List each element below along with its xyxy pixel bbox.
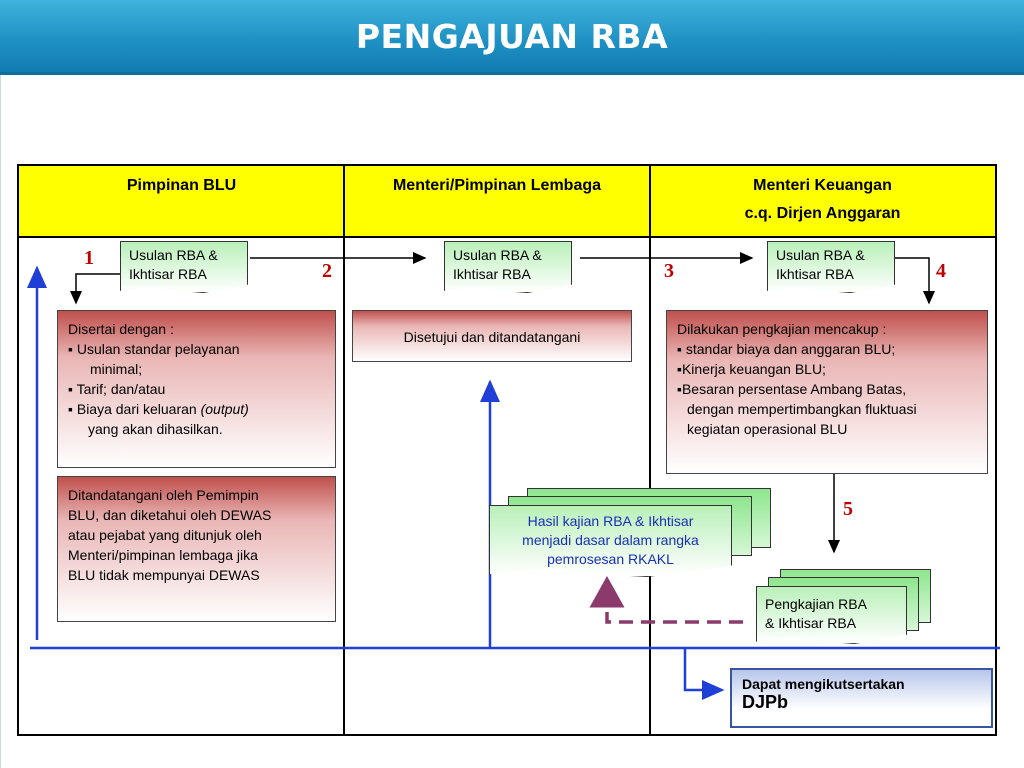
- usulan-rba-document-2: Usulan RBA & Ikhtisar RBA: [444, 241, 572, 293]
- box-line: BLU tidak mempunyai DEWAS: [68, 567, 260, 583]
- box-line: Disertai dengan :: [68, 321, 174, 337]
- box-line: ▪ Usulan standar pelayanan: [68, 341, 240, 357]
- box-line: Ditandatangani oleh Pemimpin: [68, 487, 259, 503]
- title-bar: PENGAJUAN RBA: [0, 0, 1024, 75]
- step-number-2: 2: [322, 260, 332, 282]
- step-number-4: 4: [936, 260, 946, 282]
- page-title: PENGAJUAN RBA: [355, 16, 669, 56]
- doc-text: Usulan RBA &: [129, 247, 218, 263]
- doc-text: Pengkajian RBA: [765, 596, 867, 612]
- column-divider: [343, 166, 345, 734]
- box-line: ▪Kinerja keuangan BLU;: [677, 361, 826, 377]
- slide-frame: [0, 75, 1024, 768]
- doc-text: Usulan RBA &: [776, 247, 865, 263]
- disertai-dengan-box: Disertai dengan : ▪ Usulan standar pelay…: [57, 310, 336, 468]
- doc-text: & Ikhtisar RBA: [765, 615, 857, 631]
- step-number-3: 3: [664, 260, 674, 282]
- pengkajian-rba-document: Pengkajian RBA & Ikhtisar RBA: [756, 586, 907, 644]
- column-header-pimpinan-blu: Pimpinan BLU: [19, 166, 344, 238]
- disetujui-box: Disetujui dan ditandatangani: [352, 310, 632, 362]
- box-line: DJPb: [742, 692, 789, 712]
- column-header-sublabel: c.q. Dirjen Anggaran: [744, 205, 901, 222]
- column-header-menteri-lembaga: Menteri/Pimpinan Lembaga: [344, 166, 650, 238]
- column-header-label: Menteri Keuangan: [753, 177, 892, 194]
- swimlane-table: Pimpinan BLU Menteri/Pimpinan Lembaga Me…: [17, 164, 997, 736]
- box-line: minimal;: [90, 361, 143, 377]
- box-line: ▪Besaran persentase Ambang Batas,: [677, 381, 907, 397]
- box-line: atau pejabat yang ditunjuk oleh: [68, 527, 262, 543]
- box-line: yang akan dihasilkan.: [88, 421, 223, 437]
- box-line: Dapat mengikutsertakan: [742, 676, 905, 692]
- box-line: dengan mempertimbangkan fluktuasi: [687, 401, 917, 417]
- hasil-kajian-document: Hasil kajian RBA & Ikhtisar menjadi dasa…: [489, 505, 732, 577]
- doc-text: menjadi dasar dalam rangka: [522, 532, 699, 548]
- box-line: kegiatan operasional BLU: [687, 421, 848, 437]
- box-line-italic: (output): [200, 401, 249, 417]
- doc-text: Usulan RBA &: [453, 247, 542, 263]
- pengkajian-mencakup-box: Dilakukan pengkajian mencakup : ▪ standa…: [666, 310, 988, 474]
- column-header-menteri-keuangan: Menteri Keuangan c.q. Dirjen Anggaran: [650, 166, 995, 238]
- doc-text: Hasil kajian RBA & Ikhtisar: [527, 513, 694, 529]
- doc-text: Ikhtisar RBA: [129, 266, 207, 282]
- step-number-1: 1: [84, 247, 94, 269]
- doc-text: Ikhtisar RBA: [776, 266, 854, 282]
- djpb-box: Dapat mengikutsertakan DJPb: [730, 668, 993, 728]
- box-line: Disetujui dan ditandatangani: [403, 329, 581, 345]
- step-number-5: 5: [843, 498, 853, 520]
- usulan-rba-document-1: Usulan RBA & Ikhtisar RBA: [120, 241, 248, 293]
- doc-text: pemrosesan RKAKL: [547, 551, 674, 567]
- usulan-rba-document-3: Usulan RBA & Ikhtisar RBA: [767, 241, 895, 293]
- doc-text: Ikhtisar RBA: [453, 266, 531, 282]
- column-divider: [649, 166, 651, 734]
- box-line: ▪ Biaya dari keluaran: [68, 401, 201, 417]
- box-line: BLU, dan diketahui oleh DEWAS: [68, 507, 272, 523]
- column-header-label: Pimpinan BLU: [126, 177, 237, 194]
- box-line: Menteri/pimpinan lembaga jika: [68, 547, 258, 563]
- box-line: ▪ standar biaya dan anggaran BLU;: [677, 341, 896, 357]
- column-header-label: Menteri/Pimpinan Lembaga: [392, 177, 602, 194]
- ditandatangani-box: Ditandatangani oleh Pemimpin BLU, dan di…: [57, 476, 336, 622]
- box-line: ▪ Tarif; dan/atau: [68, 381, 166, 397]
- box-line: Dilakukan pengkajian mencakup :: [677, 321, 887, 337]
